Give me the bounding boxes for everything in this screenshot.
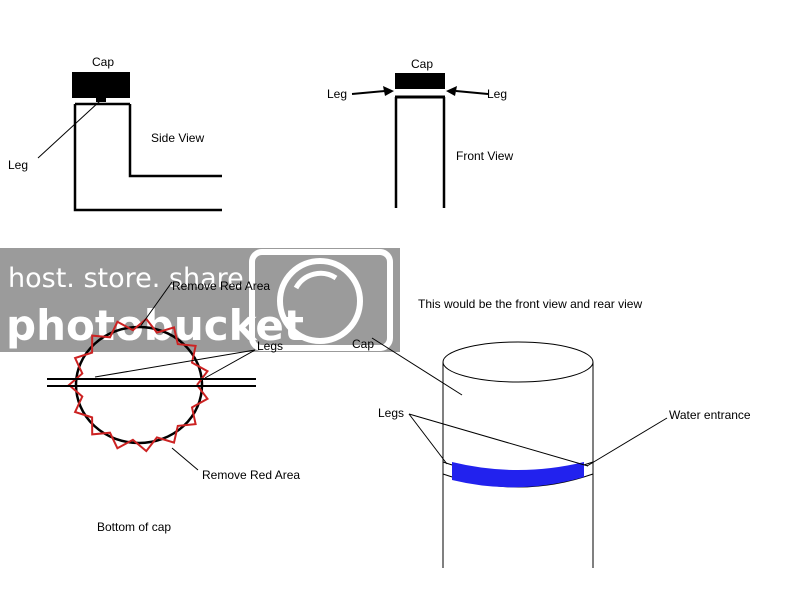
legs-pointer-1 bbox=[94, 349, 256, 378]
camera-lens-icon bbox=[249, 249, 393, 351]
front-leg-right-label: Leg bbox=[487, 87, 507, 101]
water-entrance-pointer bbox=[586, 417, 668, 467]
front-leg-arrow-left bbox=[351, 90, 386, 95]
bottom-of-cap-title: Bottom of cap bbox=[97, 520, 171, 534]
remove-bottom-pointer bbox=[171, 447, 199, 471]
front-leg-left-label: Leg bbox=[327, 87, 347, 101]
perspective-cap-label: Cap bbox=[352, 337, 374, 351]
legs-pointer-left bbox=[408, 413, 448, 465]
legs-label-bottom-view: Legs bbox=[257, 339, 283, 353]
front-cap-label: Cap bbox=[411, 57, 433, 71]
cap-pointer bbox=[371, 337, 463, 396]
side-leg-label: Leg bbox=[8, 158, 28, 172]
side-leg bbox=[96, 96, 106, 102]
water-entrance-label: Water entrance bbox=[669, 408, 751, 422]
side-cap bbox=[72, 72, 130, 98]
legs-pointer-2 bbox=[204, 349, 256, 379]
perspective-legs-label: Legs bbox=[378, 406, 404, 420]
front-leg-arrowhead-right bbox=[446, 86, 457, 96]
perspective-view: This would be the front view and rear vi… bbox=[352, 297, 751, 568]
legs-pointer-right bbox=[408, 413, 589, 467]
perspective-caption: This would be the front view and rear vi… bbox=[418, 297, 642, 311]
remove-red-area-bottom-label: Remove Red Area bbox=[202, 468, 300, 482]
bottom-view: Remove Red Area Legs Remove Red Area Bot… bbox=[47, 279, 300, 534]
side-leg-pointer bbox=[37, 100, 101, 159]
cylinder-top-ellipse bbox=[442, 341, 594, 383]
side-cap-label: Cap bbox=[92, 55, 114, 69]
side-view: Cap Leg Side View bbox=[8, 55, 222, 212]
remove-top-pointer bbox=[139, 281, 173, 328]
front-leg-arrowhead-left bbox=[383, 86, 394, 96]
watermark-line1: host. store. share. bbox=[8, 263, 252, 294]
front-view-title: Front View bbox=[456, 149, 513, 163]
front-view: Cap Leg Leg Front View bbox=[327, 57, 513, 208]
watermark: host. store. share. photobucket bbox=[0, 248, 400, 352]
water-entrance-opening bbox=[452, 462, 584, 488]
front-cap bbox=[395, 73, 445, 89]
remove-red-area-top-label: Remove Red Area bbox=[172, 279, 270, 293]
side-view-title: Side View bbox=[151, 131, 204, 145]
side-pipe bbox=[73, 102, 222, 212]
front-leg-arrow-right bbox=[455, 90, 489, 95]
